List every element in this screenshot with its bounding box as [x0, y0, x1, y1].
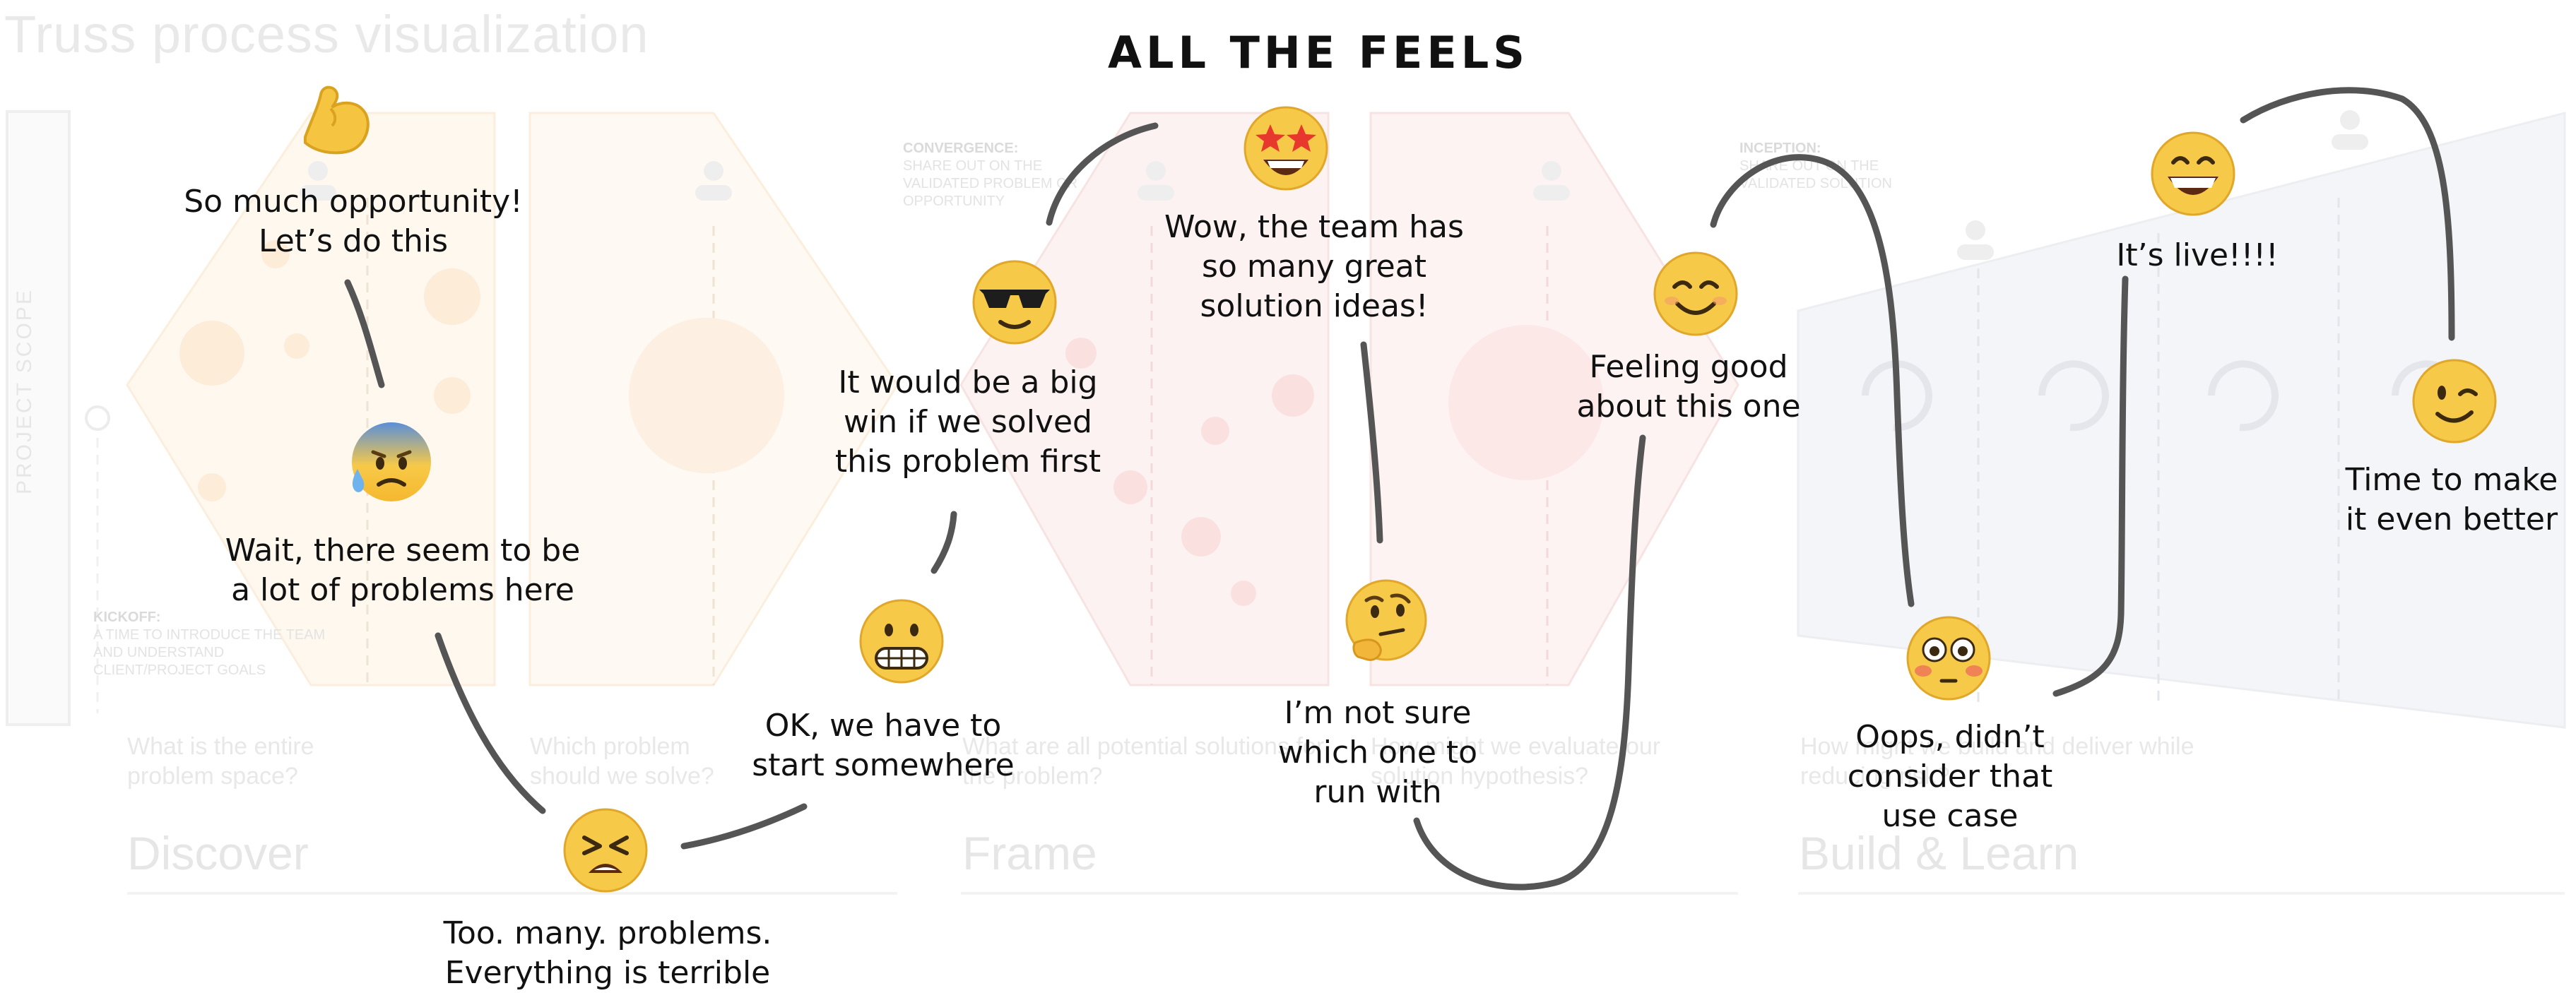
build-learn-band — [1797, 112, 2566, 729]
feeling-line: which one to — [1277, 735, 1478, 771]
connector-5 — [1046, 122, 1159, 226]
anxious-sweat-face-icon — [352, 422, 431, 501]
connector-3 — [680, 803, 808, 850]
convergence-note: CONVERGENCE: SHARE OUT ON THE VALIDATED … — [903, 140, 1080, 210]
person-icon-5 — [2332, 110, 2368, 150]
feeling-label-big-win: It would be a big win if we solved this … — [798, 363, 1138, 482]
connector-10 — [2240, 87, 2455, 341]
feeling-line: Oops, didn’t — [1855, 719, 2045, 755]
feeling-line: consider that — [1847, 759, 2053, 795]
flexed-biceps-icon — [304, 85, 370, 155]
connector-2 — [435, 632, 546, 814]
feeling-line: Feeling good — [1589, 349, 1788, 385]
phase-label-discover: Discover — [127, 827, 309, 879]
person-icon-3 — [1533, 161, 1570, 201]
grinning-face-icon — [2151, 131, 2235, 216]
faded-diagram-title: Truss process visualization — [4, 5, 649, 64]
grimacing-face-icon — [859, 599, 944, 684]
star-struck-face-icon — [1243, 106, 1328, 191]
page-title: ALL THE FEELS — [1108, 27, 1529, 78]
feeling-line: run with — [1313, 774, 1442, 810]
winking-face-icon — [2412, 359, 2497, 444]
feeling-label-not-sure: I’m not sure which one to run with — [1229, 694, 1526, 812]
kickoff-note: KICKOFF: A TIME TO INTRODUCE THE TEAM AN… — [93, 609, 326, 679]
feeling-line: OK, we have to — [764, 708, 1002, 744]
cycle-icon-3 — [2208, 360, 2279, 432]
feeling-label-great-ideas: Wow, the team has so many great solution… — [1130, 208, 1498, 326]
feeling-line: It’s live!!!! — [2116, 237, 2279, 273]
feeling-line: start somewhere — [752, 747, 1015, 783]
feeling-label-feeling-good: Feeling good about this one — [1540, 347, 1837, 427]
feeling-label-opportunity: So much opportunity! Let’s do this — [148, 182, 558, 261]
feeling-label-problems-here: Wait, there seem to be a lot of problems… — [177, 531, 629, 610]
convergence-note-body: SHARE OUT ON THE VALIDATED PROBLEM OR OP… — [903, 158, 1078, 209]
tired-face-icon — [563, 808, 648, 893]
feeling-line: Too. many. problems. — [443, 915, 772, 951]
feeling-label-live: It’s live!!!! — [2077, 236, 2317, 275]
frame-hexagon-1 — [959, 112, 1330, 686]
flushed-face-icon — [1906, 616, 1991, 701]
convergence-note-title: CONVERGENCE: — [903, 141, 1019, 156]
feeling-label-too-many-problems: Too. many. problems. Everything is terri… — [396, 914, 820, 993]
kickoff-note-title: KICKOFF: — [93, 610, 161, 625]
feeling-line: Time to make — [2345, 462, 2558, 498]
person-icon-2 — [1138, 161, 1174, 201]
question-frame-2: How might we evaluate our solution hypot… — [1371, 733, 1661, 790]
phase-label-frame: Frame — [962, 827, 1097, 879]
feeling-line: It would be a big — [838, 364, 1098, 400]
project-scope-bar — [6, 110, 71, 726]
connector-8 — [1710, 154, 1915, 607]
feeling-line: solution ideas! — [1200, 288, 1429, 324]
feeling-line: it even better — [2345, 501, 2558, 537]
connector-7 — [1413, 434, 1646, 891]
feeling-line: use case — [1881, 798, 2019, 834]
feeling-line: I’m not sure — [1284, 695, 1472, 731]
sunglasses-face-icon — [972, 260, 1057, 345]
connector-9 — [2052, 275, 2129, 697]
phase-label-build-learn: Build & Learn — [1799, 827, 2079, 879]
person-icon-4 — [1957, 220, 1994, 260]
feeling-line: Let’s do this — [258, 223, 449, 259]
feeling-line: so many great — [1202, 249, 1426, 285]
feeling-line: Everything is terrible — [444, 955, 771, 991]
scope-start-dot — [85, 405, 110, 431]
person-icon-6 — [300, 161, 336, 201]
cycle-icon-1 — [1862, 360, 1932, 432]
feeling-line: about this one — [1576, 388, 1801, 424]
feeling-label-even-better: Time to make it even better — [2310, 460, 2576, 540]
person-icon-1 — [695, 161, 732, 201]
smiling-face-icon — [1653, 251, 1738, 336]
cycle-icon-2 — [2038, 360, 2109, 432]
discover-hexagon-1 — [126, 112, 496, 686]
question-discover-2: Which problem should we solve? — [530, 733, 714, 790]
inception-note-title: INCEPTION: — [1739, 141, 1821, 156]
feeling-label-oops: Oops, didn’t consider that use case — [1809, 718, 2091, 836]
feeling-line: this problem first — [834, 444, 1101, 480]
thinking-face-icon — [1345, 579, 1427, 661]
feeling-label-start-somewhere: OK, we have to start somewhere — [721, 706, 1046, 785]
connector-6 — [1360, 341, 1383, 544]
feeling-line: a lot of problems here — [231, 572, 574, 608]
feeling-line: win if we solved — [844, 404, 1092, 440]
question-discover-1: What is the entire problem space? — [127, 733, 314, 790]
kickoff-note-body: A TIME TO INTRODUCE THE TEAM AND UNDERST… — [93, 627, 326, 678]
question-build: How might we build and deliver while red… — [1800, 733, 2194, 790]
connector-1 — [344, 279, 385, 388]
feeling-line: Wow, the team has — [1164, 209, 1464, 245]
feeling-line: So much opportunity! — [184, 184, 523, 220]
feeling-line: Wait, there seem to be — [225, 533, 581, 569]
question-frame-1: What are all potential solutions for the… — [962, 733, 1325, 790]
connector-4 — [930, 511, 957, 574]
